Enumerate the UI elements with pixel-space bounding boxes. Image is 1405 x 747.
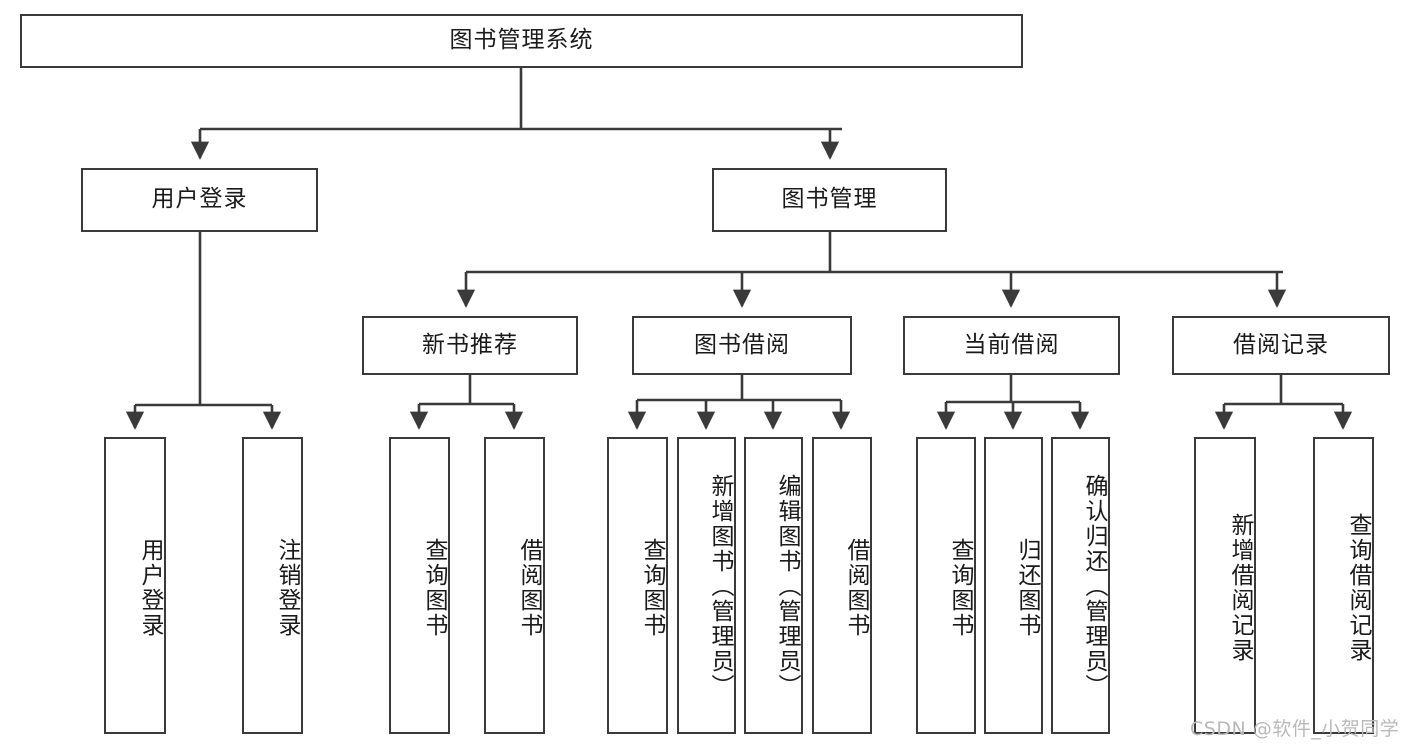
node-new-book-recommend[interactable]: 新书推荐 [362,316,578,375]
node-label: 借阅图书 [843,537,869,638]
node-root-book-management-system[interactable]: 图书管理系统 [20,14,1023,68]
node-label: 查询图书 [421,537,447,638]
node-label: 新增借阅记录 [1227,512,1253,663]
node-current-borrow[interactable]: 当前借阅 [903,316,1120,375]
node-user-login[interactable]: 用户登录 [81,168,318,232]
node-label: 图书管理系统 [449,27,594,54]
node-label: 图书管理 [781,186,878,213]
node-label: 查询图书 [639,537,665,638]
node-leaf-add-borrow-record[interactable]: 新增借阅记录 [1194,437,1256,734]
node-borrow-record[interactable]: 借阅记录 [1172,316,1390,375]
node-label: 编辑图书（管理员） [774,474,800,699]
node-leaf-query-book-1[interactable]: 查询图书 [389,437,450,734]
node-leaf-add-book[interactable]: 新增图书（管理员） [677,437,736,734]
node-book-management[interactable]: 图书管理 [712,168,947,232]
node-label: 用户登录 [137,537,163,638]
node-label: 当前借阅 [963,331,1060,358]
node-label: 归还图书 [1014,537,1040,638]
node-label: 查询图书 [947,537,973,638]
node-label: 用户登录 [151,186,248,213]
node-leaf-edit-book[interactable]: 编辑图书（管理员） [744,437,803,734]
node-label: 新增图书（管理员） [707,474,733,699]
node-leaf-borrow-book-2[interactable]: 借阅图书 [812,437,872,734]
node-label: 借阅记录 [1233,331,1329,358]
node-leaf-logout-login[interactable]: 注销登录 [242,437,303,734]
csdn-watermark: CSDN @软件_小贺同学 [1190,718,1400,740]
node-leaf-query-book-3[interactable]: 查询图书 [916,437,976,734]
node-label: 查询借阅记录 [1345,512,1371,663]
node-leaf-user-login[interactable]: 用户登录 [104,437,166,734]
node-leaf-query-book-2[interactable]: 查询图书 [607,437,668,734]
node-label: 新书推荐 [422,331,518,358]
node-leaf-confirm-return[interactable]: 确认归还（管理员） [1051,437,1110,734]
node-label: 注销登录 [274,537,300,638]
node-leaf-borrow-book-1[interactable]: 借阅图书 [484,437,545,734]
node-book-borrow[interactable]: 图书借阅 [632,316,852,375]
node-leaf-return-book[interactable]: 归还图书 [984,437,1043,734]
node-label: 确认归还（管理员） [1081,474,1107,699]
node-label: 借阅图书 [516,537,542,638]
node-label: 图书借阅 [694,331,790,358]
node-leaf-query-borrow-record[interactable]: 查询借阅记录 [1313,437,1374,734]
